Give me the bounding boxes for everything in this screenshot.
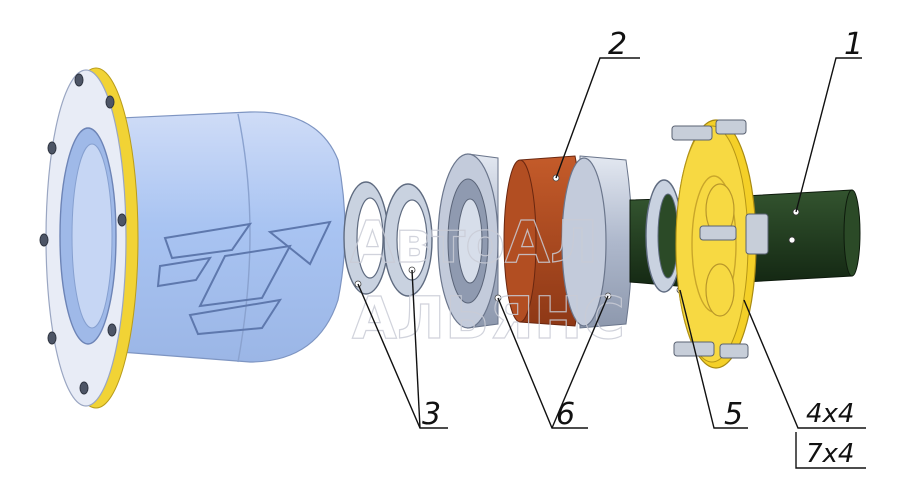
label-qty-a: 4x4: [806, 399, 854, 429]
shaft-ring: [645, 179, 684, 294]
housing-bore-inner: [71, 143, 113, 329]
housing-bolt-holes: [39, 73, 127, 395]
label-part-6: 6: [556, 397, 575, 432]
label-part-1: 1: [844, 27, 863, 62]
label-part-3: 3: [422, 397, 441, 432]
bearing-left: [437, 153, 502, 329]
watermark-line2: АЛЬЯНС: [352, 284, 625, 352]
watermark-line1: АвтоАЛ: [350, 208, 598, 276]
retaining-ring-b: [383, 183, 433, 297]
housing-body: [119, 111, 346, 363]
label-qty-b: 7x4: [806, 439, 854, 469]
label-part-2: 2: [608, 27, 627, 62]
label-part-5: 5: [724, 397, 743, 432]
housing: [39, 67, 346, 409]
housing-emblem: [156, 220, 332, 336]
leader-lines: [357, 57, 866, 469]
hub-studs: [671, 119, 769, 359]
retaining-ring-a: [343, 181, 389, 295]
hub-flange: [671, 119, 769, 369]
bearing-right: [561, 155, 633, 329]
watermark: АвтоАЛ АЛЬЯНС: [349, 207, 625, 352]
